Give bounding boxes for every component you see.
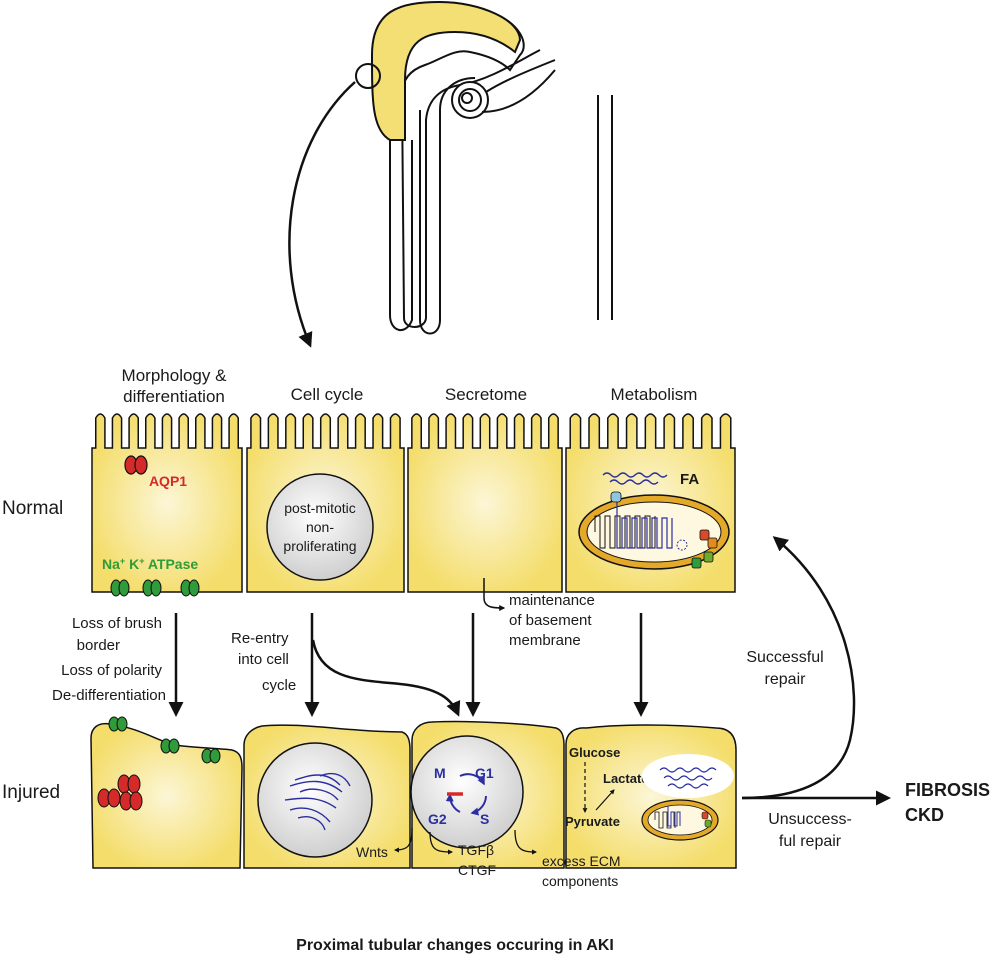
wnts-arrow [393,827,413,853]
loss-line3: Loss of polarity [61,662,162,679]
atpase-pumps [110,579,200,597]
unsuccessful-line1: Unsuccess- [768,811,852,828]
ecm-arrow [514,829,538,855]
tgfb-label: TGFβ [458,842,494,858]
lipid-droplet [642,754,734,798]
proximal-tubule-segment [370,0,522,141]
nucleus-text-line1: post-mitotic [284,500,356,516]
ckd-label: CKD [905,805,944,825]
glucose-label: Glucose [569,745,620,760]
fa-label: FA [680,471,699,488]
wnts-label: Wnts [356,844,388,860]
maintenance-line3: membrane [509,632,581,649]
header-secretome: Secretome [445,385,527,404]
figure-caption: Proximal tubular changes occuring in AKI [296,937,614,954]
arrow-reentry-curve [311,639,461,717]
reentry-line3: cycle [262,677,296,694]
phase-m: M [434,765,446,781]
aqp1-channel [124,455,148,475]
pyruvate-label: Pyruvate [565,814,620,829]
zoom-circle [355,63,381,89]
loss-line2: border [77,637,120,654]
nephron-illustration [288,0,613,348]
lactate-arrow [595,789,615,811]
header-cell-cycle: Cell cycle [291,385,364,404]
successful-line1: Successful [746,649,823,666]
row-label-injured: Injured [2,782,60,803]
reentry-line1: Re-entry [231,630,289,647]
reentry-line2: into cell [238,651,289,668]
glomerulus [451,59,556,119]
chromosomes [284,772,351,831]
atpase-label: Na+ K+ ATPase [102,556,198,572]
nucleus-normal [266,473,374,581]
nucleus-text-line3: proliferating [283,538,356,554]
successful-line2: repair [765,671,807,688]
row-label-normal: Normal [2,498,63,519]
nucleus-chromatin [257,742,373,858]
loss-line1: Loss of brush [72,615,162,632]
ctgf-label: CTGF [458,862,496,878]
lactate-label: Lactate [603,771,649,786]
aqp1-injured [97,774,143,811]
successful-repair-arrow [741,536,856,800]
nucleus-cell-cycle [410,735,524,849]
unsuccessful-line2: ful repair [779,833,842,850]
normal-cell-secretome [407,413,563,593]
aqp1-label: AQP1 [149,473,187,489]
mitochondrion-normal [578,491,730,570]
mitochondrion-injured [641,799,719,841]
nucleus-text-line2: non- [306,519,334,535]
phase-g1: G1 [475,765,494,781]
maintenance-line1: maintenance [509,592,595,609]
header-morphology-line2: differentiation [123,387,225,406]
cell-cycle-arrows [445,773,487,816]
header-morphology-line1: Morphology & [122,366,228,385]
ecm-line1: excess ECM [542,853,621,869]
maintenance-line2: of basement [509,612,592,629]
zoom-arrow [288,81,356,348]
tgfb-arrow [429,831,454,855]
atpase-injured [108,716,221,764]
header-metabolism: Metabolism [611,385,698,404]
fibrosis-label: FIBROSIS [905,780,990,800]
maintenance-arrow [483,578,506,611]
phase-s: S [480,811,489,827]
fatty-acid-wave [602,472,668,485]
loss-line4: De-differentiation [52,687,166,704]
phase-g2: G2 [428,811,447,827]
ecm-line2: components [542,873,618,889]
